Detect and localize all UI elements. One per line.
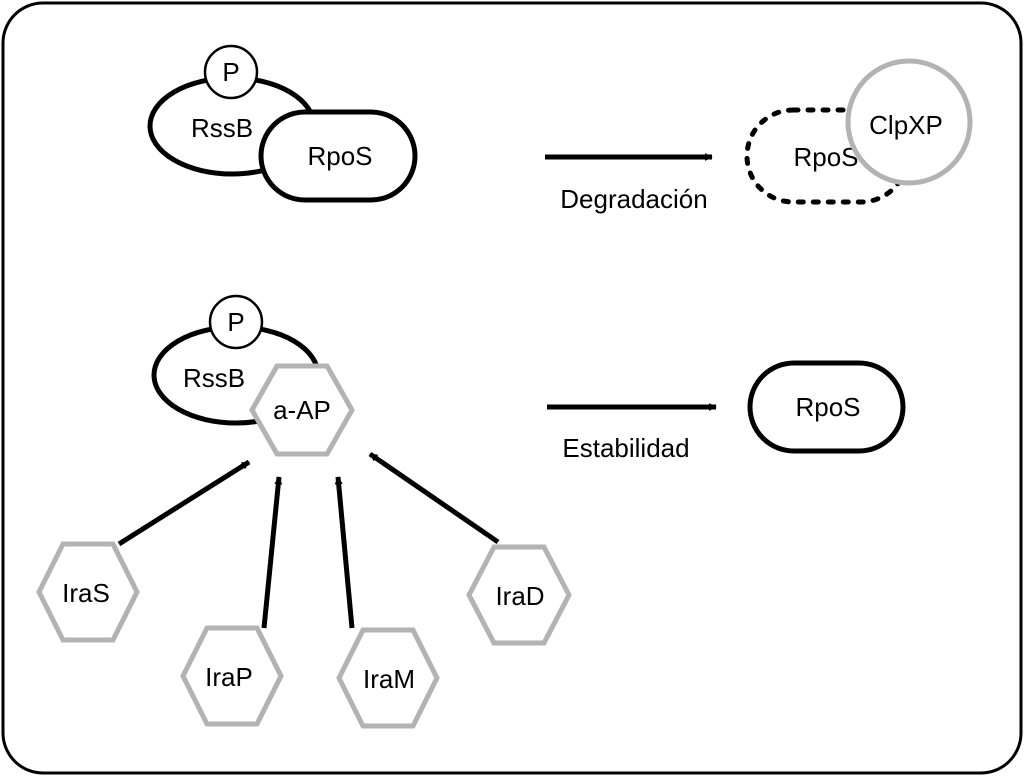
- irad-hexagon: [466, 544, 572, 646]
- rpos-label-top: RpoS: [307, 141, 372, 171]
- aap-hexagon: [249, 363, 355, 457]
- phospho-circle-bottom: [208, 294, 264, 350]
- iras-label: IraS: [62, 578, 110, 608]
- iras-arrow: [117, 459, 251, 547]
- rssb-rpos-complex-top: P RssB RpoS: [147, 44, 418, 203]
- iram-node: IraM: [336, 627, 440, 729]
- rpos-stable-label: RpoS: [795, 392, 860, 422]
- irad-label: IraD: [495, 581, 544, 611]
- iras-node: IraS: [36, 541, 140, 643]
- irap-node: IraP: [180, 625, 284, 727]
- iram-arrow: [334, 476, 355, 629]
- irad-arrow: [368, 451, 500, 545]
- rssb-aap-complex: P RssB a-AP: [151, 294, 355, 457]
- phospho-circle-top: [203, 44, 259, 100]
- rssb-label-bottom: RssB: [183, 363, 245, 393]
- iram-label: IraM: [363, 664, 415, 694]
- clpxp-circle: [845, 58, 973, 186]
- rpos-shape-top: [258, 109, 418, 203]
- stability-label: Estabilidad: [562, 433, 689, 463]
- rpos-degraded-label: RpoS: [793, 142, 858, 172]
- degradation-label: Degradación: [560, 184, 707, 214]
- rpos-clpxp-complex: RpoS ClpXP: [744, 58, 973, 205]
- irap-hexagon: [180, 625, 284, 727]
- phospho-label-top: P: [222, 57, 239, 87]
- rpos-stable-shape: [747, 360, 906, 454]
- clpxp-label: ClpXP: [869, 110, 943, 140]
- irap-arrow: [261, 476, 283, 629]
- irad-node: IraD: [466, 544, 572, 646]
- aap-label: a-AP: [273, 395, 331, 425]
- phospho-label-bottom: P: [227, 307, 244, 337]
- irap-label: IraP: [205, 662, 253, 692]
- rssb-label-top: RssB: [191, 113, 253, 143]
- iram-hexagon: [336, 627, 440, 729]
- iras-hexagon: [36, 541, 140, 643]
